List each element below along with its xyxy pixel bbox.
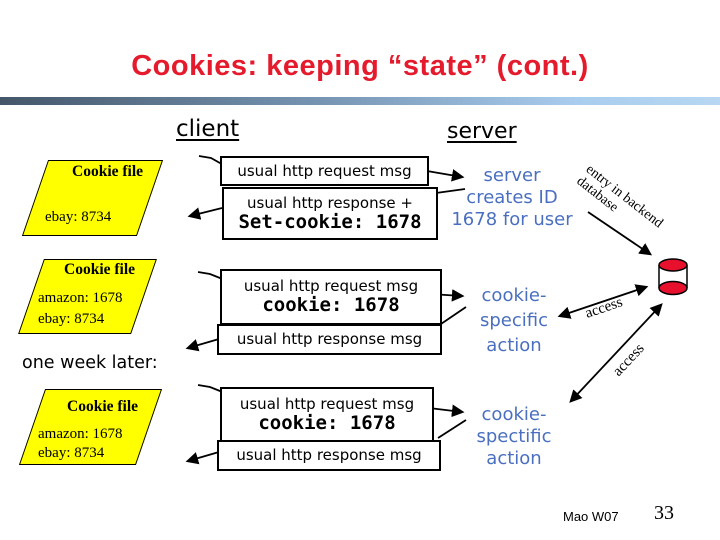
- cookie-code: cookie: 1678: [258, 412, 396, 434]
- access-label-2: access: [609, 340, 648, 380]
- msg-text: usual http response +: [247, 193, 413, 212]
- http-response-msg-box-2: usual http response msg: [217, 440, 441, 471]
- cookie-entry: ebay: 8734: [38, 445, 105, 461]
- footer-page-number: 33: [654, 502, 674, 524]
- note-line: specific: [479, 310, 548, 331]
- note-line: action: [486, 448, 542, 469]
- client-column-label: client: [176, 116, 240, 142]
- http-request-cookie-box-2: usual http request msg cookie: 1678: [220, 387, 434, 443]
- server-column-label: server: [447, 119, 517, 144]
- entry-backend-database-label: entry in backend database: [574, 162, 666, 243]
- http-response-msg-box-1: usual http response msg: [217, 324, 442, 355]
- cookie-file-title: Cookie file: [72, 163, 144, 180]
- access-label-1: access: [583, 294, 625, 322]
- msg-text: usual http request msg: [237, 161, 412, 180]
- cookie-file-title: Cookie file: [64, 261, 136, 278]
- response-arrow-head: [185, 451, 220, 465]
- response-arrow-head: [185, 338, 220, 352]
- database-bottom: [658, 280, 688, 296]
- title-divider-bar: [0, 97, 720, 105]
- msg-text: usual http request msg: [239, 395, 415, 413]
- cookie-file-box-1: Cookie file ebay: 8734: [21, 160, 164, 236]
- note-line: cookie-: [481, 285, 547, 306]
- cookie-entry: amazon: 1678: [38, 426, 123, 442]
- note-line: spectific: [476, 426, 552, 447]
- set-cookie-code: Set-cookie: 1678: [238, 210, 422, 233]
- database-cylinder-icon: [658, 258, 688, 296]
- note-line: server: [483, 165, 541, 186]
- cookie-file-box-3: Cookie file amazon: 1678 ebay: 8734: [18, 389, 163, 465]
- note-line: cookie-: [481, 404, 547, 425]
- cookie-specific-action-note-1: cookie- specific action: [455, 283, 573, 358]
- database-top: [658, 258, 688, 272]
- note-line: creates ID: [466, 187, 558, 208]
- cookie-entry: amazon: 1678: [38, 290, 123, 306]
- msg-text: usual http response msg: [236, 446, 422, 464]
- msg-text: usual http request msg: [243, 277, 419, 295]
- page-title: Cookies: keeping “state” (cont.): [131, 50, 589, 82]
- cookie-code: cookie: 1678: [262, 294, 400, 316]
- http-request-cookie-box-1: usual http request msg cookie: 1678: [220, 269, 442, 325]
- footer-author: Mao W07: [563, 509, 619, 524]
- cookie-entry: ebay: 8734: [45, 209, 112, 225]
- database-body: [659, 265, 687, 288]
- cookie-specific-action-note-2: cookie- spectific action: [455, 404, 573, 470]
- server-creates-id-note: server creates ID 1678 for user: [447, 165, 577, 231]
- http-response-setcookie-box: usual http response + Set-cookie: 1678: [222, 187, 438, 240]
- msg-text: usual http response msg: [236, 330, 423, 348]
- http-request-msg-box-1: usual http request msg: [220, 156, 429, 186]
- response-arrow-head: [187, 207, 223, 220]
- note-line: action: [486, 335, 542, 356]
- cookie-file-box-2: Cookie file amazon: 1678 ebay: 8734: [18, 259, 157, 334]
- cookie-file-title: Cookie file: [67, 398, 139, 415]
- one-week-later-label: one week later:: [22, 353, 158, 373]
- note-line: 1678 for user: [451, 209, 573, 230]
- cookie-entry: ebay: 8734: [38, 311, 105, 327]
